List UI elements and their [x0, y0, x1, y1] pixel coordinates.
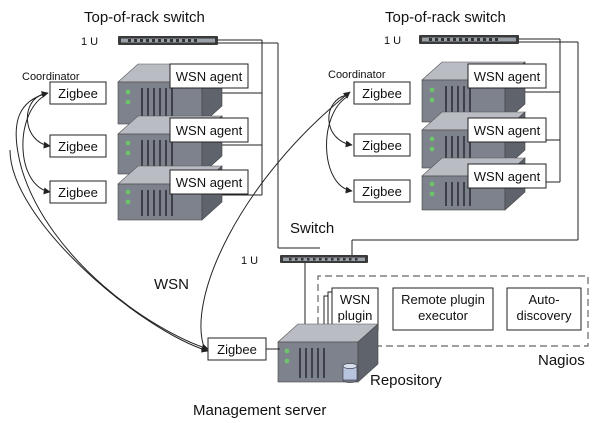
- right-agent-1-label: WSN agent: [474, 69, 541, 84]
- nagios-group: Nagios WSN plugin Remote plugin executor…: [317, 275, 589, 369]
- management-zigbee: Zigbee: [207, 337, 267, 361]
- auto-discovery: Auto- discovery: [506, 287, 582, 331]
- right-tor-switch: [419, 35, 519, 44]
- left-agent-1: WSN agent: [169, 63, 249, 89]
- right-coordinator-label: Coordinator: [328, 69, 386, 81]
- autodiscovery-label-2: discovery: [517, 308, 572, 323]
- right-zigbee-2: Zigbee: [353, 133, 411, 157]
- left-agent-2: WSN agent: [169, 117, 249, 143]
- left-agent-3-label: WSN agent: [176, 175, 243, 190]
- management-server: [277, 323, 379, 383]
- left-zigbee-1-label: Zigbee: [58, 86, 98, 101]
- wsn-label: WSN: [154, 276, 189, 293]
- wsn-plugin-label-1: WSN: [340, 292, 370, 307]
- nagios-label: Nagios: [538, 352, 585, 369]
- left-rack-wiring: [218, 39, 320, 249]
- right-agent-3: WSN agent: [467, 163, 547, 189]
- left-tor-unit-label: 1 U: [81, 36, 98, 48]
- left-rack-title: Top-of-rack switch: [84, 9, 205, 26]
- left-tor-switch: [118, 36, 218, 45]
- right-zigbee-3: Zigbee: [353, 179, 411, 203]
- core-switch-unit-label: 1 U: [241, 255, 258, 267]
- right-agent-2-label: WSN agent: [474, 123, 541, 138]
- right-agent-3-label: WSN agent: [474, 169, 541, 184]
- left-zigbee-2: Zigbee: [49, 134, 107, 158]
- core-switch: [280, 255, 368, 263]
- left-zigbee-3: Zigbee: [49, 180, 107, 204]
- left-zigbee-2-label: Zigbee: [58, 139, 98, 154]
- right-zigbee-1: Zigbee: [353, 81, 411, 105]
- left-zigbee-arrows: [9, 91, 209, 353]
- executor-label-2: executor: [418, 308, 469, 323]
- right-rack-title: Top-of-rack switch: [385, 9, 506, 26]
- right-zigbee-3-label: Zigbee: [362, 184, 402, 199]
- remote-plugin-executor: Remote plugin executor: [392, 287, 494, 331]
- right-zigbee-arrows: [200, 91, 353, 351]
- right-agent-1: WSN agent: [467, 63, 547, 89]
- repository-label: Repository: [370, 372, 442, 389]
- left-agent-1-label: WSN agent: [176, 69, 243, 84]
- management-zigbee-label: Zigbee: [217, 342, 257, 357]
- left-zigbee-3-label: Zigbee: [58, 185, 98, 200]
- right-zigbee-1-label: Zigbee: [362, 86, 402, 101]
- wsn-plugin-label-2: plugin: [338, 308, 373, 323]
- left-agent-2-label: WSN agent: [176, 123, 243, 138]
- right-zigbee-2-label: Zigbee: [362, 138, 402, 153]
- right-agent-2: WSN agent: [467, 117, 547, 143]
- repository-database-icon: [342, 363, 358, 383]
- executor-label-1: Remote plugin: [401, 292, 485, 307]
- right-tor-unit-label: 1 U: [384, 35, 401, 47]
- autodiscovery-label-1: Auto-: [528, 292, 559, 307]
- core-switch-label: Switch: [290, 220, 334, 237]
- left-agent-3: WSN agent: [169, 169, 249, 195]
- left-coordinator-label: Coordinator: [22, 71, 80, 83]
- left-zigbee-1: Zigbee: [49, 81, 107, 105]
- management-server-label: Management server: [193, 402, 326, 419]
